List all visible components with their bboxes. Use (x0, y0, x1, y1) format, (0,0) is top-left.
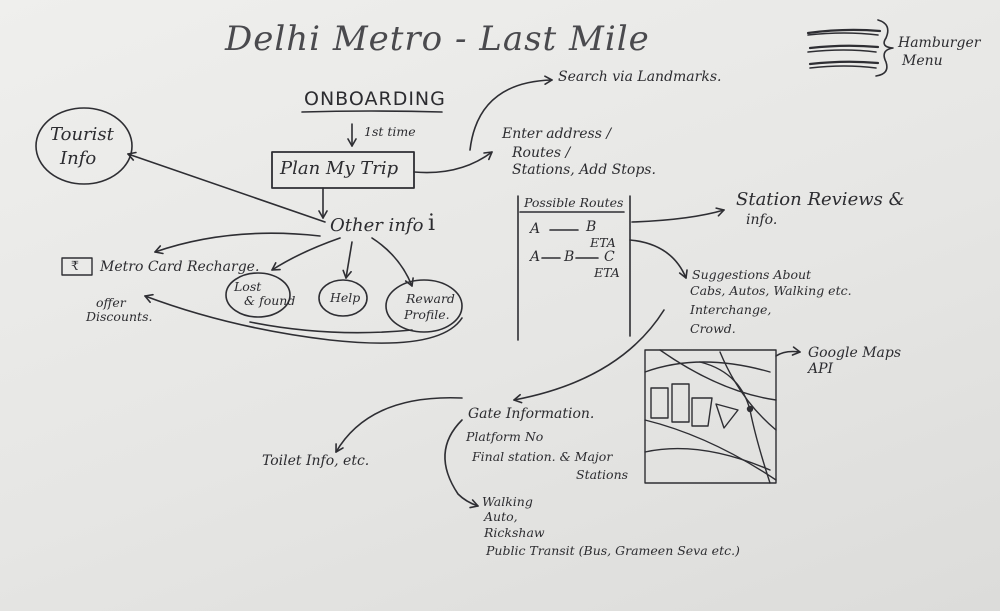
suggestions-line-4: Crowd. (690, 321, 736, 336)
route1-from[interactable]: A (530, 221, 541, 237)
toilet-info-label: Toilet Info, etc. (262, 453, 370, 469)
tourist-info-line-2[interactable]: Info (60, 148, 97, 169)
gate-info-line-4: Stations (576, 467, 629, 482)
rupee-icon: ₹ (71, 258, 79, 273)
onboarding-underline (301, 110, 443, 113)
found-label[interactable]: & found (244, 293, 296, 308)
tourist-info-circle[interactable] (35, 107, 133, 185)
station-reviews-line-2: info. (746, 212, 778, 228)
reward-label[interactable]: Reward (406, 291, 455, 306)
plan-trip-box[interactable] (271, 151, 415, 189)
enter-address-line-2: Routes / (512, 145, 571, 161)
plan-trip-label[interactable]: Plan My Trip (280, 158, 399, 179)
route2-eta: ETA (594, 265, 620, 280)
to-discounts-curve (144, 293, 463, 344)
other-to-reward-arrow (371, 237, 414, 287)
suggestions-line-1: Suggestions About (692, 267, 812, 282)
other-info-label[interactable]: Other info (330, 215, 424, 236)
gate-info-line-3: Final station. & Major (472, 449, 613, 464)
suggestions-line-3: Interchange, (690, 302, 772, 317)
search-landmarks-label: Search via Landmarks. (558, 69, 722, 85)
to-landmarks-arrow (469, 75, 553, 151)
info-icon[interactable]: i (428, 211, 436, 236)
help-circle[interactable] (318, 279, 368, 317)
gate-info-line-2: Platform No (466, 429, 544, 444)
reward-profile-circle[interactable] (385, 279, 463, 333)
plan-to-address-arrow (413, 151, 493, 174)
profile-label[interactable]: Profile. (404, 307, 450, 322)
lost-label[interactable]: Lost (234, 279, 262, 294)
discounts-label: Discounts. (86, 309, 153, 324)
to-suggestions-arrow (629, 239, 688, 279)
gate-info-line-1: Gate Information. (468, 406, 595, 422)
to-station-reviews-arrow (631, 207, 725, 223)
rupee-box (61, 257, 93, 276)
hamburger-label-1: Hamburger (898, 35, 981, 51)
bottom-underline-curve (249, 321, 413, 334)
to-google-maps-arrow (775, 346, 801, 357)
onboarding-heading: ONBOARDING (304, 88, 446, 110)
station-reviews-line-1: Station Reviews & (736, 189, 905, 210)
to-walking-arrow (444, 419, 479, 509)
google-maps-line-2: API (808, 361, 834, 377)
route2-from[interactable]: A (530, 249, 541, 265)
other-to-help-arrow (342, 241, 353, 279)
transit-rickshaw[interactable]: Rickshaw (484, 525, 545, 540)
transit-public[interactable]: Public Transit (Bus, Grameen Seva etc.) (486, 543, 740, 558)
route1-to[interactable]: B (586, 219, 597, 235)
possible-routes-title: Possible Routes (524, 195, 624, 210)
map-sketch (644, 349, 777, 484)
transit-walking[interactable]: Walking (482, 494, 533, 509)
metro-card-label[interactable]: Metro Card Recharge. (100, 259, 260, 275)
hamburger-brace (875, 19, 894, 77)
help-label[interactable]: Help (330, 290, 361, 305)
enter-address-line-1: Enter address / (502, 126, 612, 142)
other-to-metrocard-arrow (154, 232, 321, 255)
route1-eta: ETA (590, 235, 616, 250)
hamburger-menu-icon[interactable] (806, 28, 882, 69)
other-to-lostfound-arrow (271, 237, 341, 271)
page-title: Delhi Metro - Last Mile (225, 19, 650, 59)
enter-address-line-3: Stations, Add Stops. (512, 162, 656, 178)
offer-label: offer (96, 295, 126, 310)
other-to-tourist-arrow (127, 151, 326, 223)
first-time-label: 1st time (364, 124, 416, 139)
to-toilet-arrow (335, 396, 463, 453)
transit-auto[interactable]: Auto, (484, 509, 518, 524)
route2-to[interactable]: C (604, 249, 615, 265)
suggestions-line-2: Cabs, Autos, Walking etc. (690, 283, 852, 298)
lost-found-circle[interactable] (225, 272, 291, 318)
google-maps-line-1: Google Maps (808, 345, 902, 361)
to-gate-info-arrow (513, 309, 665, 404)
tourist-info-line-1[interactable]: Tourist (50, 124, 114, 145)
route2-via[interactable]: B (564, 249, 575, 265)
hamburger-label-2: Menu (902, 53, 943, 69)
